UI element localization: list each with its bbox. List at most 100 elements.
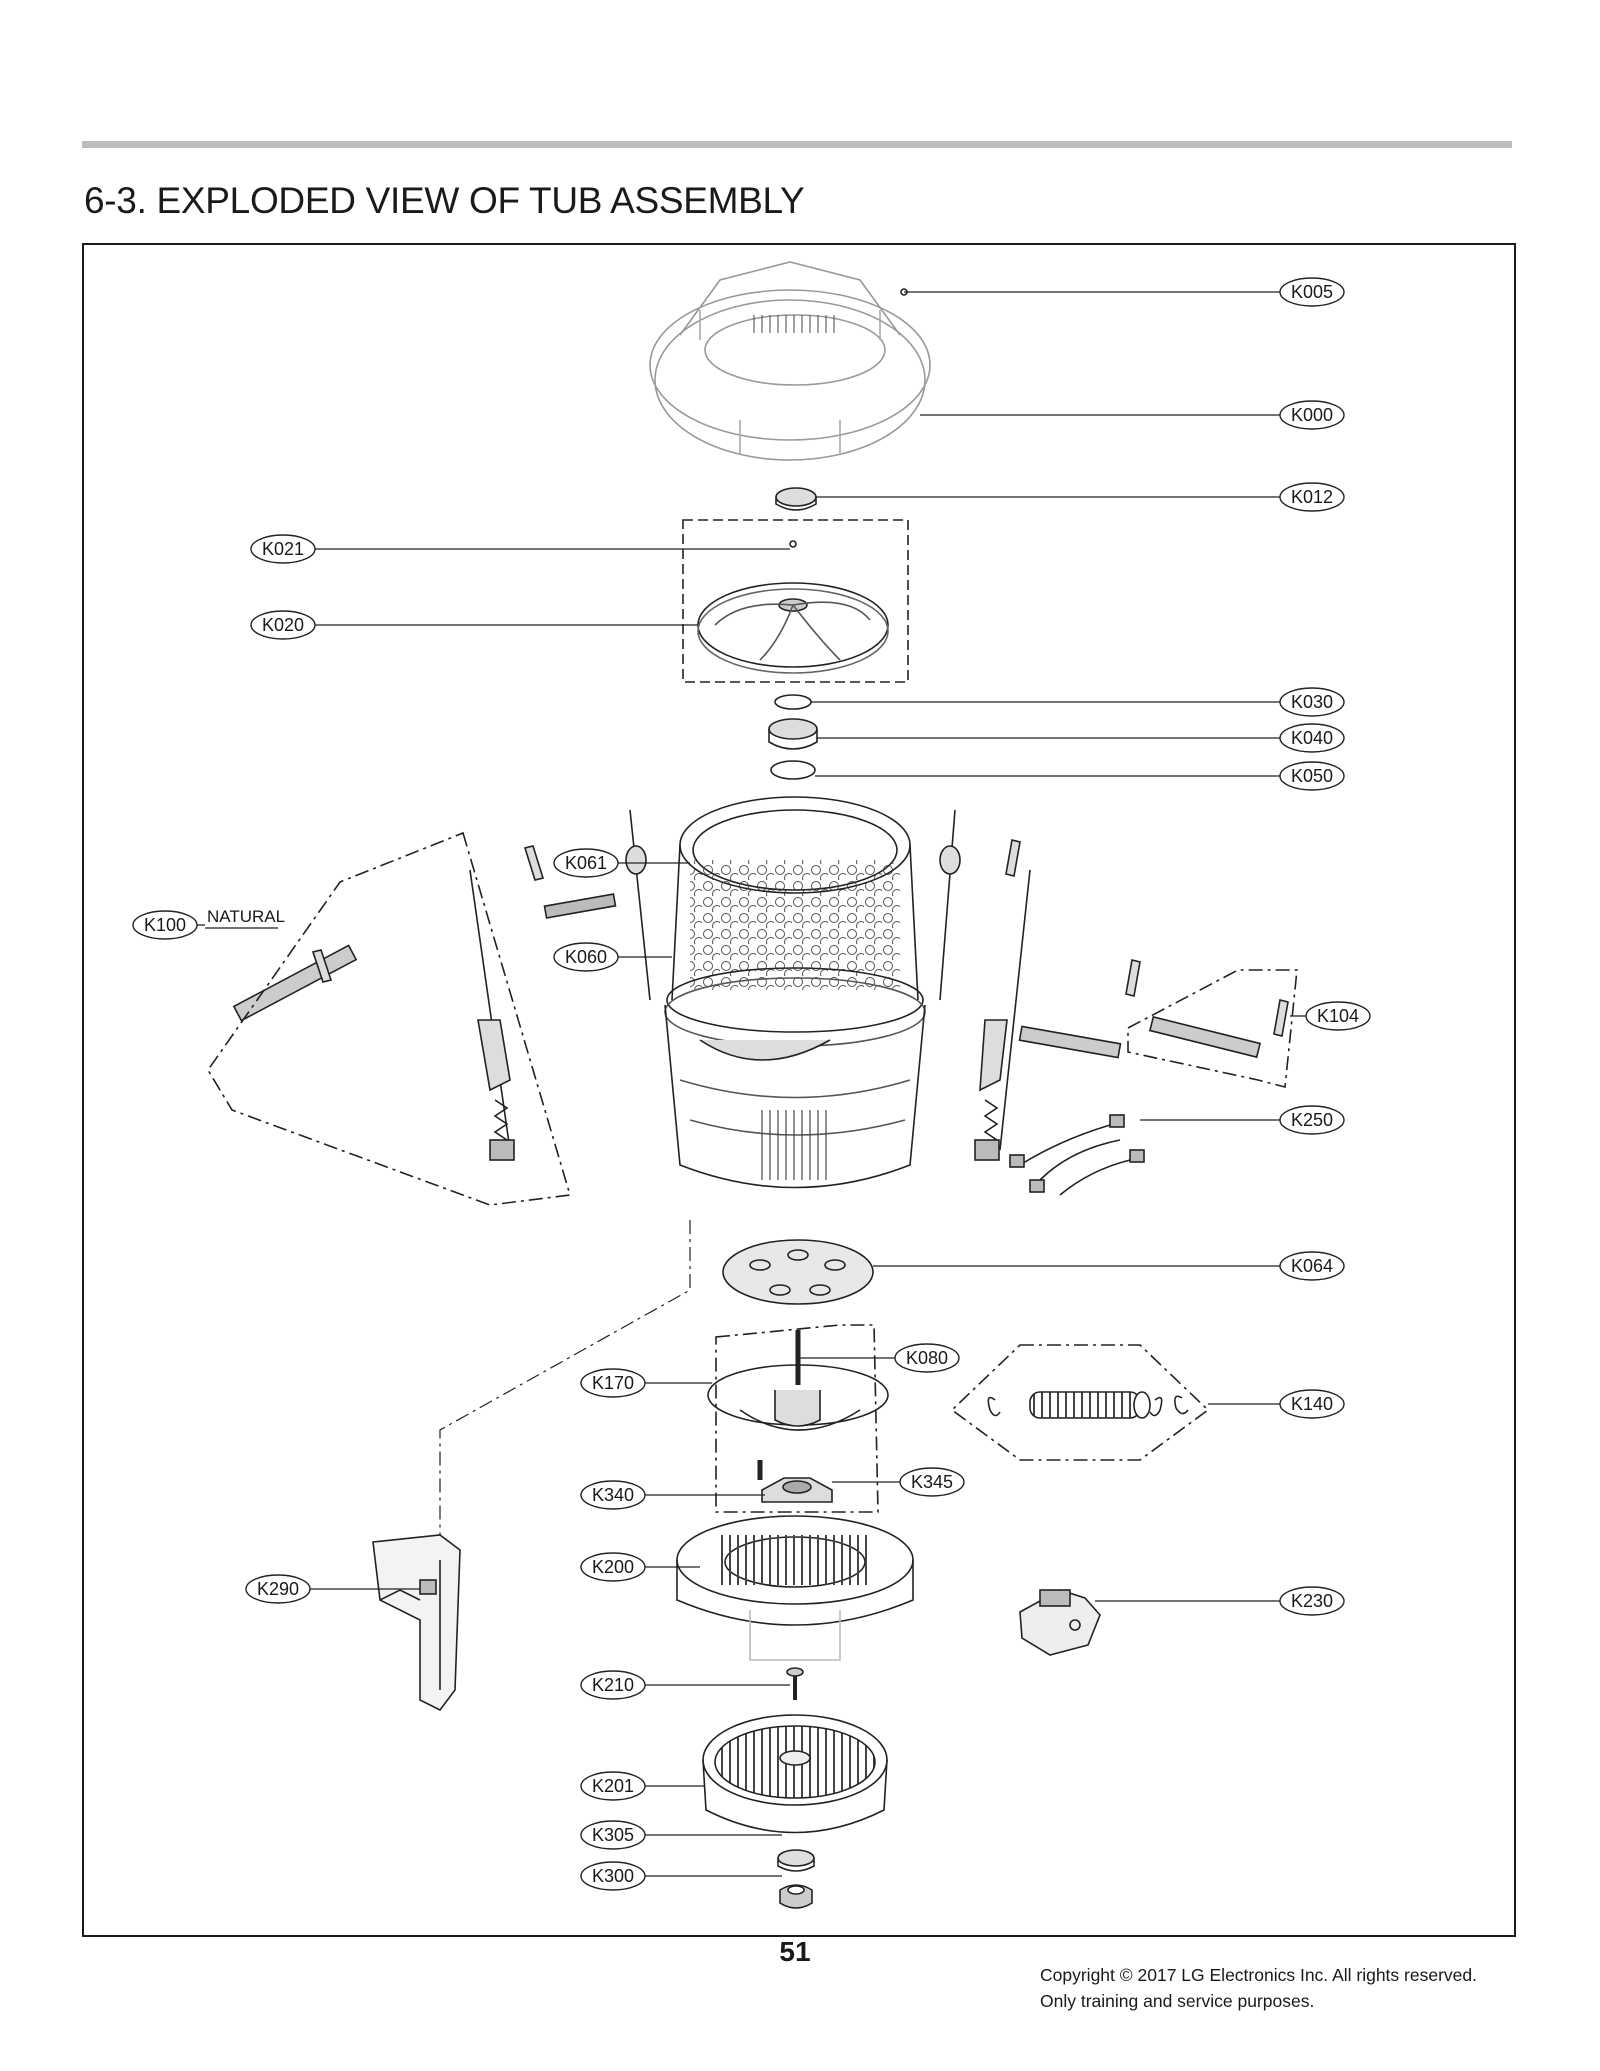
callout-code: K340 [592,1485,634,1505]
shaft-group-outline [715,1324,879,1513]
tub-cover-part [649,261,931,461]
callout-k012: K012 [1279,482,1345,512]
callout-bubble [580,1820,646,1850]
callout-bubble [580,1670,646,1700]
callout-k050: K050 [1279,761,1345,791]
callout-bubble [245,1574,311,1604]
callout-bubble [1279,1105,1345,1135]
rotor-nut-part [779,1884,813,1909]
rod-kit-outline [1127,969,1298,1089]
shaft-bracket-part [707,1330,889,1431]
callout-k080: K080 [894,1343,960,1373]
callout-code: K140 [1291,1394,1333,1414]
header-rule [82,141,1512,148]
stator-part [676,1515,914,1661]
callout-k340: K340 [580,1480,646,1510]
callout-code: K061 [565,853,607,873]
callout-code: K230 [1291,1591,1333,1611]
callout-k200: K200 [580,1552,646,1582]
callout-code: K020 [262,615,304,635]
callout-code: K000 [1291,405,1333,425]
callout-bubble [1279,1389,1345,1419]
hose-kit-outline [950,1344,1210,1461]
callout-code: K104 [1317,1006,1359,1026]
page-title: 6-3. EXPLODED VIEW OF TUB ASSEMBLY [84,180,805,221]
callout-code: K080 [906,1348,948,1368]
cabinet-bracket-part [372,1534,461,1712]
disc-part [722,1239,874,1305]
callout-code: K064 [1291,1256,1333,1276]
callout-k030: K030 [1279,687,1345,717]
callout-k020: K020 [250,610,316,640]
callout-bubble [1279,277,1345,307]
leader-lines [197,291,1306,1877]
callout-k100: K100 [132,910,198,940]
callout-bubble [1305,1001,1371,1031]
wiring-harness-part [1009,1114,1145,1196]
callout-bubble [553,942,619,972]
callout-k201: K201 [580,1771,646,1801]
callout-k140: K140 [1279,1389,1345,1419]
rotor-washer-part [777,1849,815,1872]
natural-label: NATURAL [207,907,285,926]
callout-k061: K061 [553,848,619,878]
callout-code: K040 [1291,728,1333,748]
callout-code: K005 [1291,282,1333,302]
callout-code: K030 [1291,692,1333,712]
callout-k021: K021 [250,534,316,564]
callout-k005: K005 [1279,277,1345,307]
callout-k300: K300 [580,1861,646,1891]
callout-bubble [1279,400,1345,430]
pulsator-part [697,582,889,674]
cap-part [775,487,817,511]
callout-bubble [1279,482,1345,512]
callout-bubble [580,1861,646,1891]
callout-code: K200 [592,1557,634,1577]
callout-code: K300 [592,1866,634,1886]
callout-code: K210 [592,1675,634,1695]
callout-k250: K250 [1279,1105,1345,1135]
bolt-part [786,1667,804,1700]
callout-bubble [580,1480,646,1510]
callout-k230: K230 [1279,1586,1345,1616]
copyright-notice: Copyright © 2017 LG Electronics Inc. All… [1040,1962,1560,2014]
washer-part [774,694,812,710]
diagram-frame [82,243,1516,1937]
callout-bubble [132,910,198,940]
callout-k064: K064 [1279,1251,1345,1281]
guide-line [439,1220,691,1535]
drain-hose-part [987,1391,1189,1419]
pulsator-screw-part [789,540,797,548]
callout-bubble [580,1771,646,1801]
rotor-hub-part [757,1460,833,1503]
callout-k345: K345 [899,1467,965,1497]
bearing-nut-part [768,718,818,750]
callout-bubble [580,1368,646,1398]
callout-bubble [1279,723,1345,753]
rotor-part [702,1714,888,1834]
callout-k040: K040 [1279,723,1345,753]
callout-bubble [1279,1586,1345,1616]
callout-code: K250 [1291,1110,1333,1130]
callout-k210: K210 [580,1670,646,1700]
callout-bubble [1279,761,1345,791]
callout-bubble [250,610,316,640]
callout-bubble [899,1467,965,1497]
tub-drum-part [664,796,926,1189]
callout-bubble [1279,687,1345,717]
suspension-rod-right [939,809,1289,1161]
callout-bubble [250,534,316,564]
callout-k290: K290 [245,1574,311,1604]
callout-bubble [553,848,619,878]
copyright-line-1: Copyright © 2017 LG Electronics Inc. All… [1040,1965,1477,1985]
copyright-line-2: Only training and service purposes. [1040,1991,1315,2011]
callout-bubble [1279,1251,1345,1281]
callout-k000: K000 [1279,400,1345,430]
callout-code: K060 [565,947,607,967]
callout-k305: K305 [580,1820,646,1850]
callout-code: K170 [592,1373,634,1393]
callout-code: K290 [257,1579,299,1599]
hall-sensor-part [1019,1589,1101,1656]
page-number: 51 [779,1936,811,1967]
